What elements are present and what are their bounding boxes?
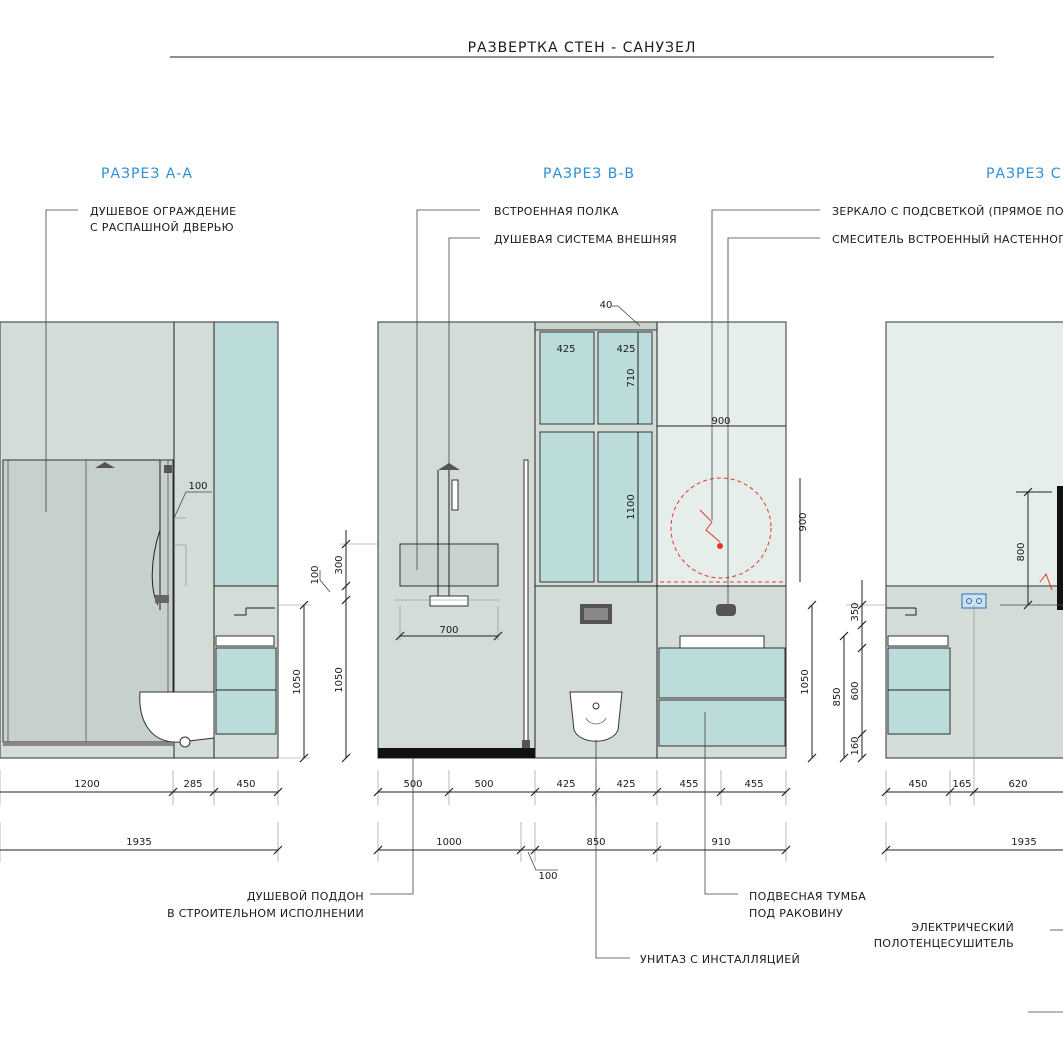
dim-b-500b: 500 [474,779,493,790]
label-towel-2: ПОЛОТЕНЦЕСУШИТЕЛЬ [874,937,1014,950]
mirror [670,477,772,579]
dim-b-425b: 425 [616,344,635,355]
section-a-toilet [139,691,215,743]
sink-cabinet [658,647,786,699]
label-cabinet-1: ПОДВЕСНАЯ ТУМБА [749,890,866,903]
dim-b-910: 910 [711,837,730,848]
section-a: РАЗРЕЗ А-А 100 [0,166,414,920]
dim-c-600: 600 [850,681,861,700]
dim-b-1050b: 1050 [800,669,811,694]
section-a-tile-panel [213,321,279,587]
dim-b-425a: 425 [556,344,575,355]
section-a-basin [215,635,275,647]
dim-a-1050: 1050 [292,669,303,694]
label-shower: ДУШЕВАЯ СИСТЕМА ВНЕШНЯЯ [494,233,677,246]
label-enclosure-2: С РАСПАШНОЙ ДВЕРЬЮ [90,221,234,234]
dim-b-425d: 425 [616,779,635,790]
dim-b-700: 700 [439,625,458,636]
label-towel-1: ЭЛЕКТРИЧЕСКИЙ [911,921,1014,934]
toilet-front [569,691,623,742]
dim-b-455a: 455 [679,779,698,790]
shower-tray [378,748,535,758]
dim-b-1100: 1100 [626,494,637,519]
dim-c-450: 450 [908,779,927,790]
shower-column-a [95,459,172,610]
section-c-cabinet [887,647,951,735]
dim-a-450: 450 [236,779,255,790]
label-tray-1: ДУШЕВОЙ ПОДДОН [247,890,364,903]
section-a-title: РАЗРЕЗ А-А [101,166,193,182]
label-shelf: ВСТРОЕННАЯ ПОЛКА [494,205,619,218]
dim-b-425c: 425 [556,779,575,790]
leader-enclosure [45,209,78,512]
cabinet-lower-left [539,431,595,583]
dim-b-40: 40 [600,300,613,311]
label-toilet: УНИТАЗ С ИНСТАЛЛЯЦИЕЙ [640,953,800,966]
dim-b-1000: 1000 [436,837,461,848]
dim-a-1200: 1200 [74,779,99,790]
shower-system-b [429,463,469,607]
dim-c-165: 165 [952,779,971,790]
cabinet-upper-right [597,331,653,425]
sink-basin [679,635,765,649]
dim-c-1935: 1935 [1011,837,1036,848]
cabinet-upper-left [539,331,595,425]
dim-b-1050a: 1050 [334,667,345,692]
dim-c-160: 160 [850,736,861,755]
section-c-title: РАЗРЕЗ С [986,166,1061,182]
label-enclosure-1: ДУШЕВОЕ ОГРАЖДЕНИЕ [90,205,236,218]
dim-c-620: 620 [1008,779,1027,790]
sheet-title: РАЗВЕРТКА СТЕН - САНУЗЕЛ [468,40,697,56]
dim-c-350: 350 [850,602,861,621]
section-b-title: РАЗРЕЗ В-В [543,166,635,182]
dim-b-100: 100 [310,565,321,584]
section-c-basin [887,635,949,647]
dim-a-100: 100 [188,481,207,492]
dim-a-285: 285 [183,779,202,790]
label-mixer: СМЕСИТЕЛЬ ВСТРОЕННЫЙ НАСТЕННОГО М [832,233,1063,246]
dim-c-850: 850 [832,687,843,706]
dim-b-100b: 100 [538,871,557,882]
cabinet-lower-right [597,431,653,583]
dim-c-800: 800 [1016,542,1027,561]
label-mirror: ЗЕРКАЛО С ПОДСВЕТКОЙ (ПРЯМОЕ ПОДК [832,205,1063,218]
dim-b-900w: 900 [711,416,730,427]
dim-a-1935: 1935 [126,837,151,848]
dim-b-710: 710 [626,368,637,387]
section-a-cabinet [215,647,277,735]
towel-warmer [1057,486,1063,610]
section-b: РАЗРЕЗ В-В 700 [310,166,1063,966]
glass-door [523,459,529,749]
dim-b-455b: 455 [744,779,763,790]
dim-b-300: 300 [334,555,345,574]
built-in-mixer [716,604,736,616]
dim-b-500a: 500 [403,779,422,790]
label-tray-2: В СТРОИТЕЛЬНОМ ИСПОЛНЕНИИ [167,907,364,920]
label-cabinet-2: ПОД РАКОВИНУ [749,907,843,920]
dim-b-900h: 900 [798,512,809,531]
section-c: РАЗРЕЗ С 800 350 850 600 160 [832,166,1063,1013]
